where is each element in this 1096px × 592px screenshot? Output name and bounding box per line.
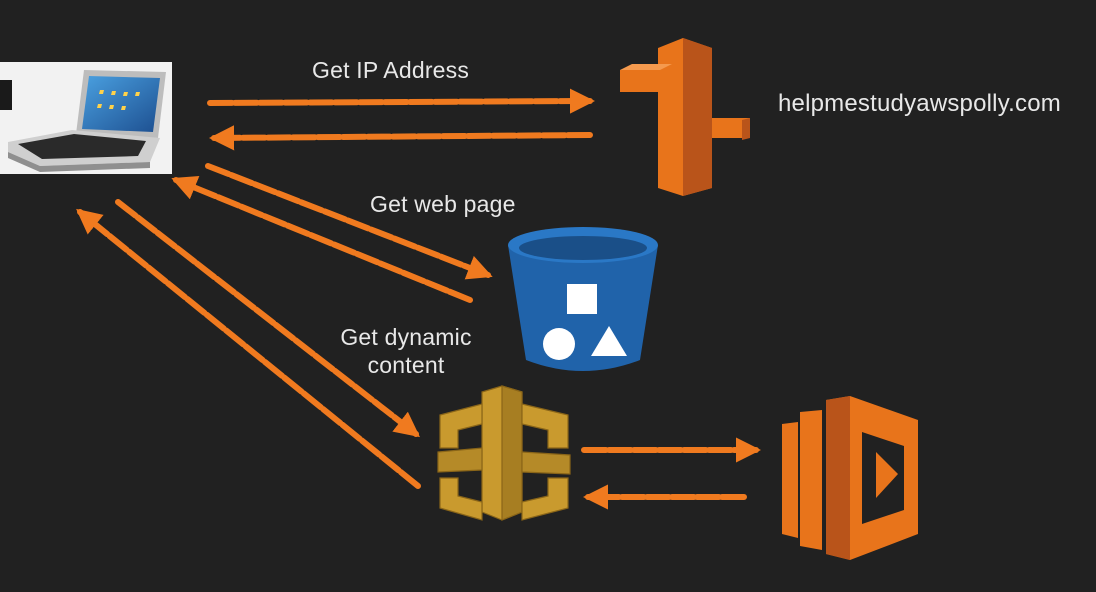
lambda-icon: [782, 396, 918, 560]
s3-bucket-icon: [508, 227, 658, 371]
arrow-laptop-to-api: [115, 199, 420, 438]
arrow-api-to-laptop: [76, 208, 421, 489]
label-get-ip-address: Get IP Address: [312, 57, 470, 83]
api-gateway-icon: [437, 385, 571, 521]
route53-icon: [620, 38, 750, 196]
arrow-s3-to-laptop: [171, 175, 473, 303]
label-get-dynamic-content: Get dynamic content: [340, 324, 472, 378]
label-get-web-page: Get web page: [370, 191, 516, 217]
domain-name: helpmestudyawspolly.com: [778, 90, 1061, 117]
arrow-dns-to-laptop: [208, 125, 593, 151]
laptop-icon: [0, 62, 172, 174]
arrow-laptop-to-s3: [205, 163, 493, 280]
arrow-laptop-to-dns: [207, 88, 596, 114]
